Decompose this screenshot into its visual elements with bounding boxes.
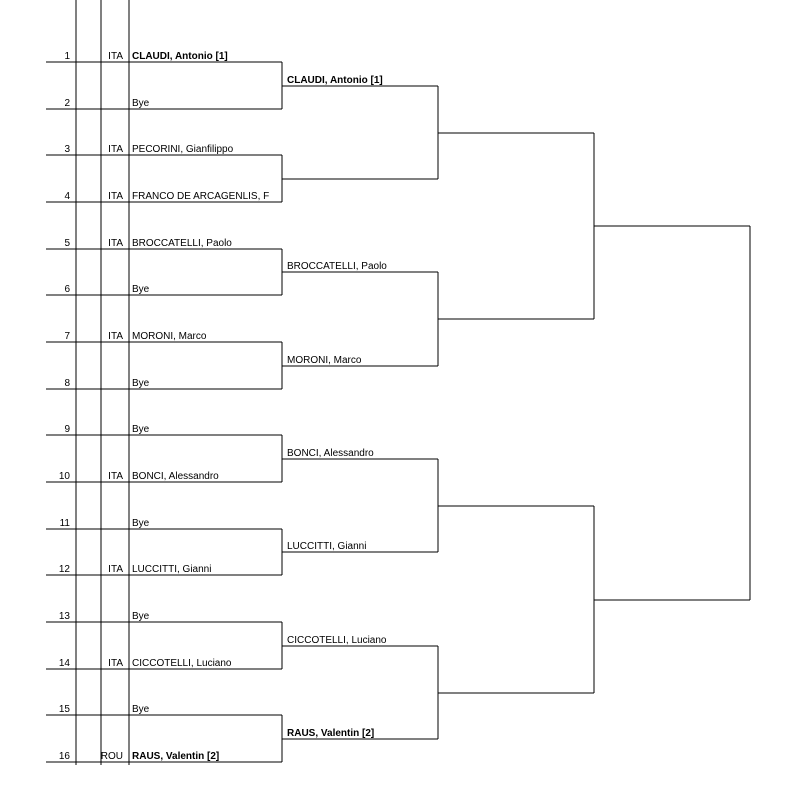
player-name: BONCI, Alessandro [287,448,374,459]
player-name: CLAUDI, Antonio [1] [132,51,228,62]
round-4 [593,133,751,693]
player-name: RAUS, Valentin [2] [132,751,219,762]
seed-number: 6 [64,284,70,295]
player-name: LUCCITTI, Gianni [132,564,211,575]
player-name: BONCI, Alessandro [132,471,219,482]
player-name: MORONI, Marco [132,331,207,342]
country-code: ITA [108,471,123,482]
country-code: ITA [108,51,123,62]
player-name: BROCCATELLI, Paolo [287,261,387,272]
seed-number: 11 [60,518,71,529]
country-code: ITA [108,144,123,155]
player-name: CLAUDI, Antonio [1] [287,75,383,86]
seed-number: 12 [59,564,71,575]
player-name: Bye [132,518,150,529]
seed-number: 16 [59,751,71,762]
player-name: Bye [132,378,150,389]
player-name: Bye [132,284,150,295]
country-code: ITA [108,238,123,249]
seed-number: 15 [59,704,71,715]
country-code: ITA [108,564,123,575]
player-name: PECORINI, Gianfilippo [132,144,234,155]
country-code: ITA [108,658,123,669]
player-name: CICCOTELLI, Luciano [132,658,232,669]
seed-number: 14 [59,658,71,669]
country-code: ITA [108,191,123,202]
player-name: BROCCATELLI, Paolo [132,238,232,249]
seed-number: 10 [59,471,71,482]
seed-number: 5 [64,238,70,249]
seed-number: 1 [64,51,70,62]
seed-number: 3 [64,144,70,155]
draw-grid-lines [75,0,130,765]
player-name: Bye [132,98,150,109]
player-name: Bye [132,424,150,435]
seed-number: 13 [59,611,71,622]
player-name: RAUS, Valentin [2] [287,728,374,739]
round-2: CLAUDI, Antonio [1] BROCCATELLI, PaoloMOR… [281,62,438,762]
seed-number: 4 [64,191,70,202]
player-name: FRANCO DE ARCAGENLIS, F [132,191,269,202]
player-name: LUCCITTI, Gianni [287,541,366,552]
seed-number: 9 [64,424,70,435]
seed-number: 2 [64,98,70,109]
country-code: ITA [108,331,123,342]
seed-number: 7 [64,331,70,342]
player-name: Bye [132,704,150,715]
player-name: Bye [132,611,150,622]
round-3 [437,86,594,739]
player-name: MORONI, Marco [287,355,362,366]
country-code: ROU [101,751,123,762]
player-name: CICCOTELLI, Luciano [287,635,387,646]
seed-number: 8 [64,378,70,389]
